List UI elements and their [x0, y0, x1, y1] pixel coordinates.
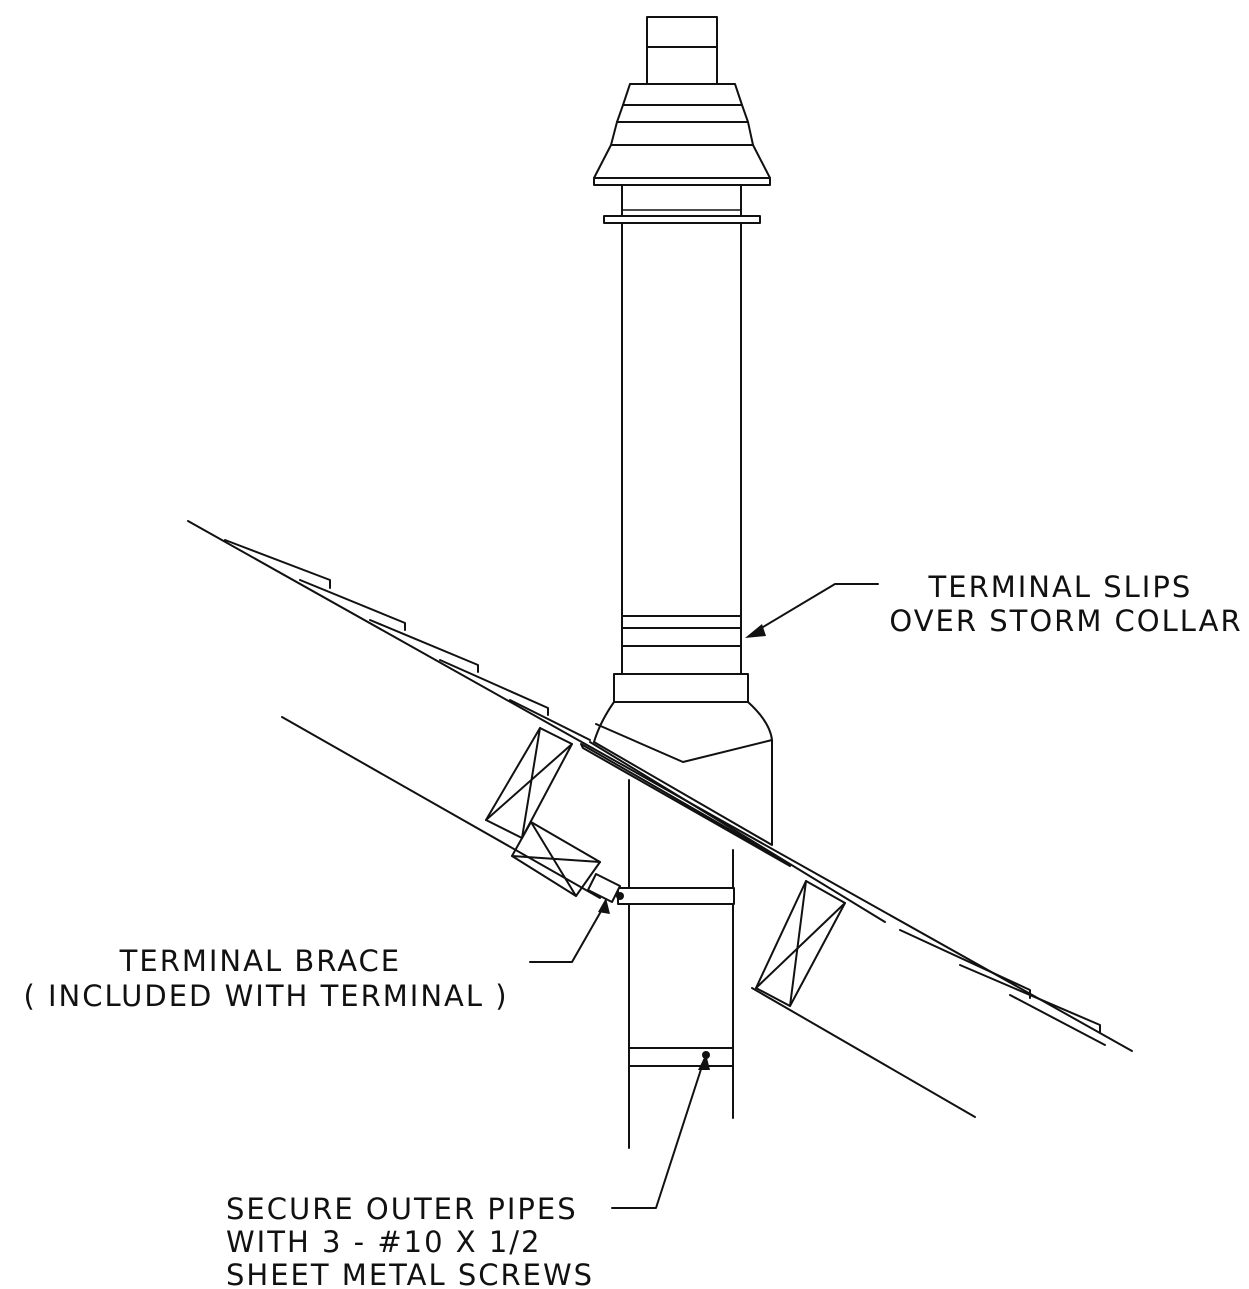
leader-terminal-slips [745, 583, 879, 638]
leader-secure-pipes [611, 1054, 710, 1209]
lower-pipe [616, 779, 735, 1149]
left-blocking [485, 727, 601, 897]
label-terminal-slips-line2: OVER STORM COLLAR [889, 604, 1242, 638]
vent-cap [593, 16, 771, 186]
svg-text:TERMINAL SLIPS OVER STORM: TERMINAL SLIPS OVER STORM COLLAR [889, 570, 1242, 638]
label-terminal-brace-line1: TERMINAL BRACE [119, 944, 401, 978]
label-terminal-brace-line2: ( INCLUDED WITH TERMINAL ) [23, 979, 508, 1013]
terminal-brace [587, 873, 621, 903]
svg-text:TERMINAL BRACE ( INCLUDED: TERMINAL BRACE ( INCLUDED WITH TERMINAL … [23, 944, 508, 1013]
label-secure-pipes-line1: SECURE OUTER PIPES [226, 1192, 578, 1226]
right-blocking [755, 880, 846, 1007]
leader-terminal-brace [529, 898, 610, 963]
rafter-lines [281, 716, 976, 1118]
label-terminal-slips-line1: TERMINAL SLIPS [928, 570, 1193, 604]
svg-text:SECURE OUTER PIPES WITH 3: SECURE OUTER PIPES WITH 3 - #10 X 1/2 SH… [226, 1192, 594, 1289]
terminal-pipe [603, 184, 761, 675]
label-secure-pipes-line3: SHEET METAL SCREWS [226, 1258, 594, 1289]
roof-shingles [187, 520, 1133, 1052]
storm-collar [580, 673, 791, 867]
label-secure-pipes-line2: WITH 3 - #10 X 1/2 [226, 1225, 542, 1259]
